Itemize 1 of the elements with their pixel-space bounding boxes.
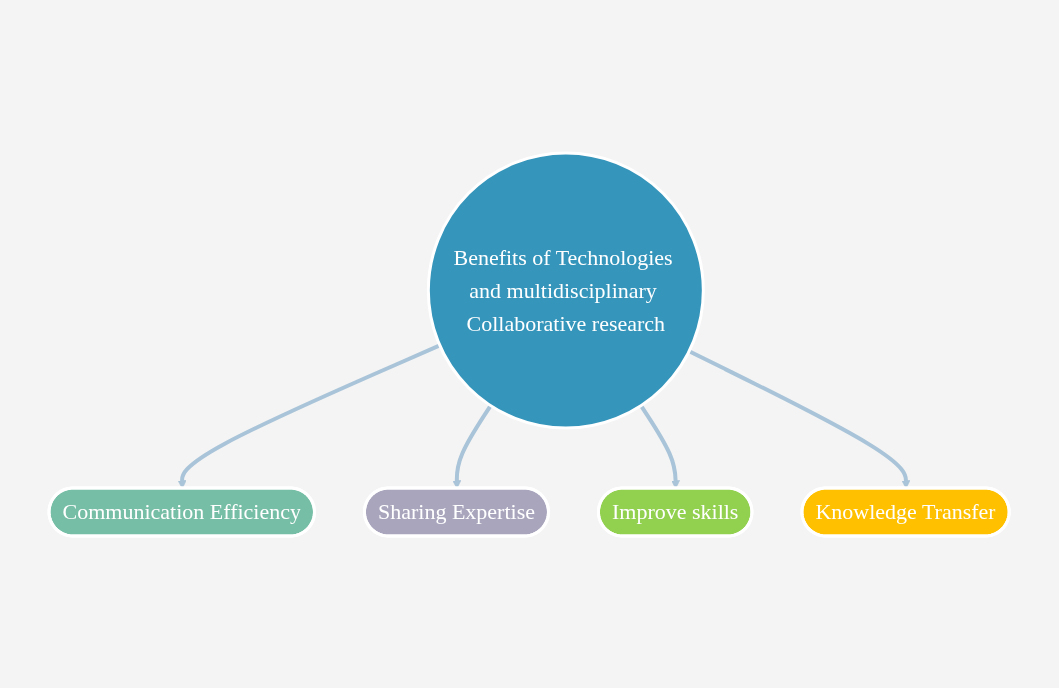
node-circle: Benefits of Technologies and multidisciplinary Collaborative research — [427, 151, 706, 429]
